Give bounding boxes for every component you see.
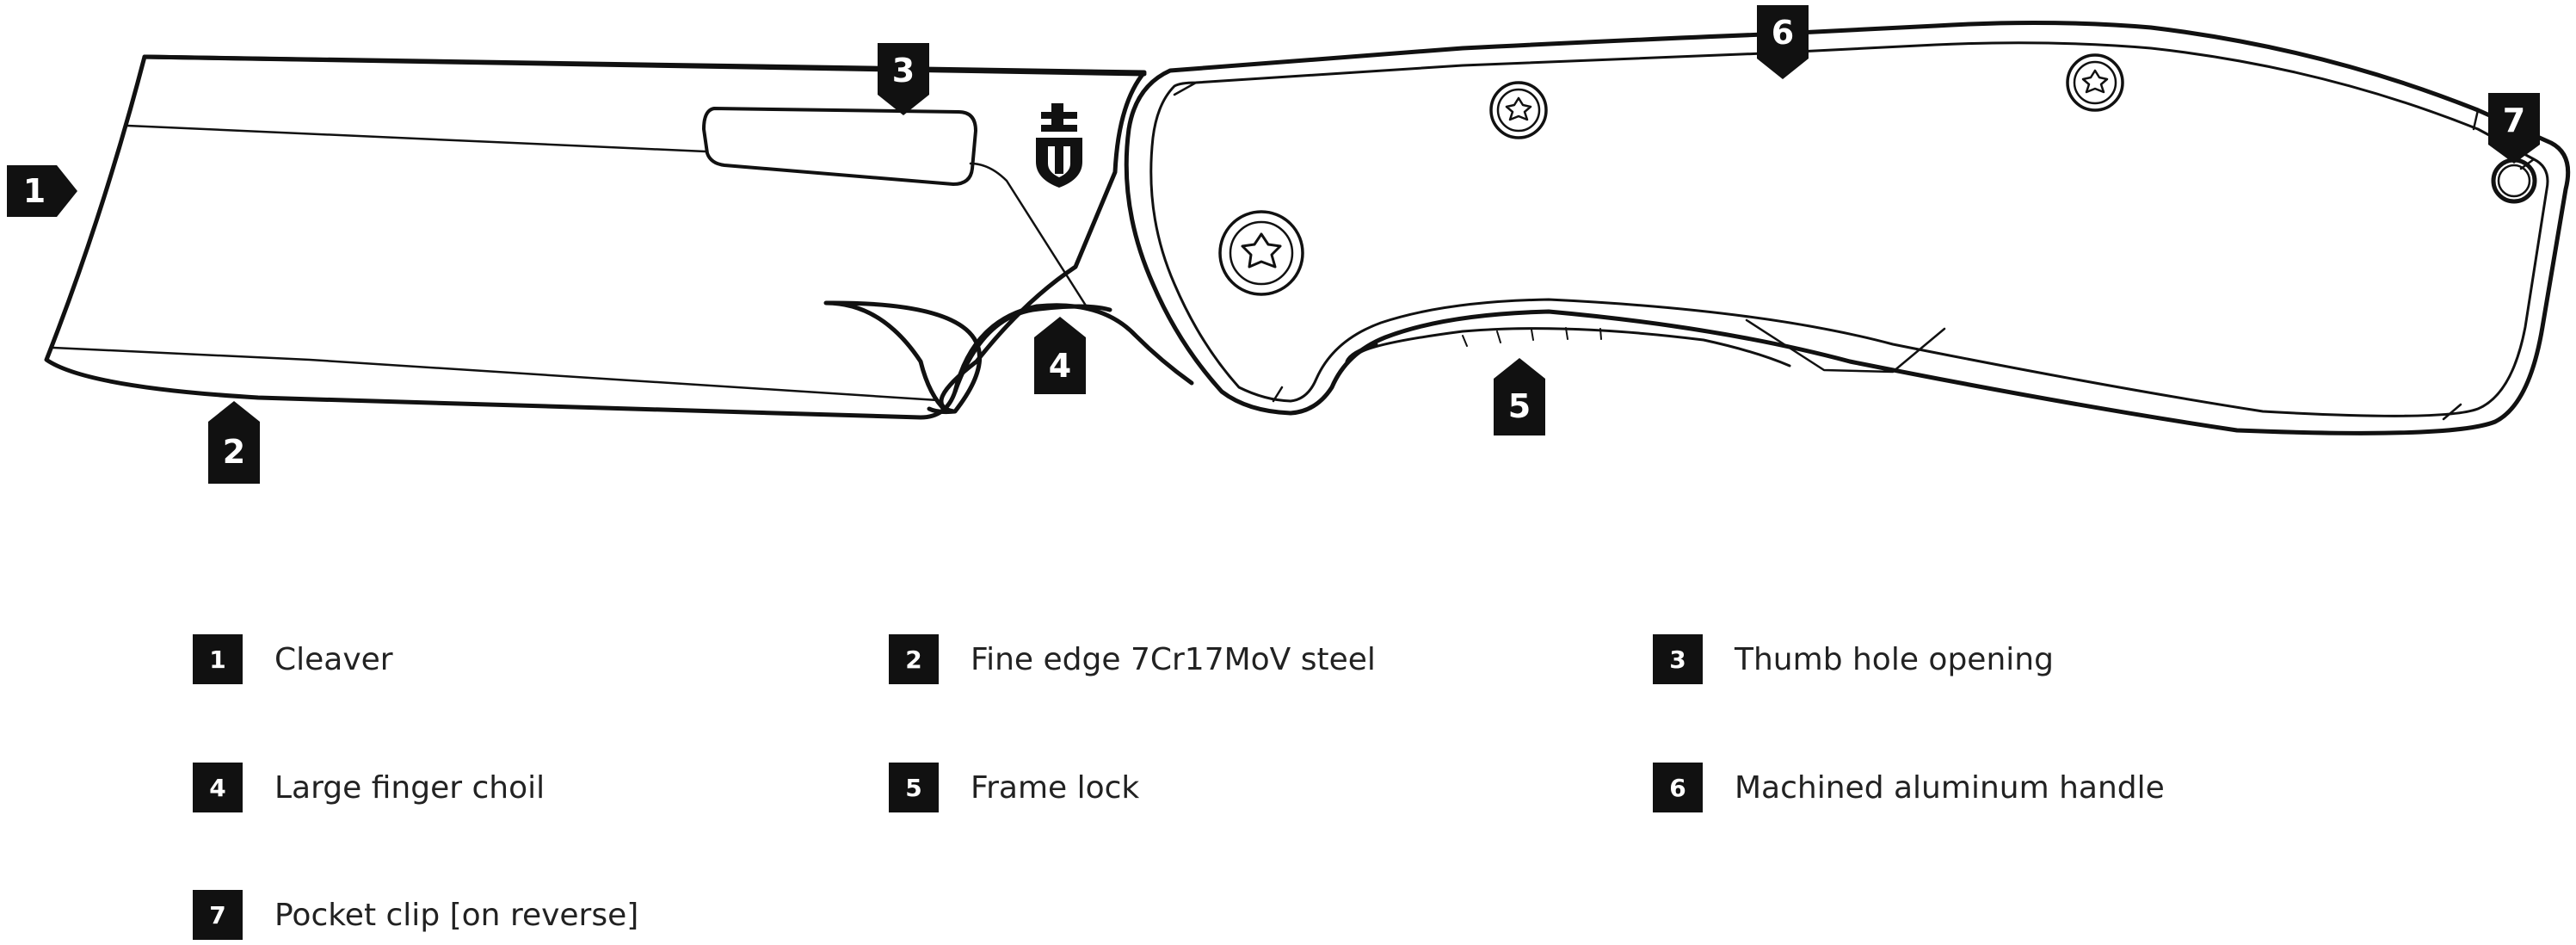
svg-text:4: 4 — [1049, 347, 1071, 385]
legend-label: Fine edge 7Cr17MoV steel — [971, 641, 1376, 677]
torx-screw-icon — [1489, 81, 1548, 139]
lanyard-hole-icon — [2491, 158, 2537, 204]
legend-number-badge: 6 — [1653, 763, 1703, 812]
marker-2: 2 — [208, 401, 260, 484]
legend-number-badge: 7 — [193, 890, 243, 940]
legend-number-badge: 4 — [193, 763, 243, 812]
gerber-logo-icon — [1036, 103, 1082, 188]
svg-text:2: 2 — [223, 433, 245, 471]
svg-text:6: 6 — [1772, 14, 1794, 52]
legend-number-badge: 5 — [889, 763, 939, 812]
marker-6: 6 — [1757, 5, 1809, 79]
svg-text:7: 7 — [2503, 102, 2525, 139]
legend-number-badge: 1 — [193, 634, 243, 684]
blade — [44, 54, 1194, 420]
legend-label: Pocket clip [on reverse] — [274, 897, 639, 933]
legend-label: Large finger choil — [274, 769, 545, 806]
marker-1: 1 — [7, 165, 77, 217]
legend-label: Frame lock — [971, 769, 1140, 806]
torx-screw-icon — [2066, 53, 2124, 112]
marker-5: 5 — [1494, 358, 1545, 435]
svg-text:3: 3 — [892, 52, 915, 90]
marker-7: 7 — [2488, 93, 2540, 164]
legend-number-badge: 2 — [889, 634, 939, 684]
thumb-hole — [702, 107, 977, 186]
legend-number-badge: 3 — [1653, 634, 1703, 684]
marker-4: 4 — [1034, 317, 1086, 394]
handle — [1124, 20, 2571, 435]
legend-label: Machined aluminum handle — [1735, 769, 2165, 806]
knife-diagram: 1 2 3 4 5 6 7 — [7, 5, 2571, 484]
svg-text:5: 5 — [1508, 387, 1531, 425]
legend-label: Cleaver — [274, 641, 393, 677]
marker-3: 3 — [878, 43, 929, 115]
torx-screw-icon — [1218, 210, 1304, 296]
svg-text:1: 1 — [23, 172, 46, 210]
legend-label: Thumb hole opening — [1735, 641, 2054, 677]
